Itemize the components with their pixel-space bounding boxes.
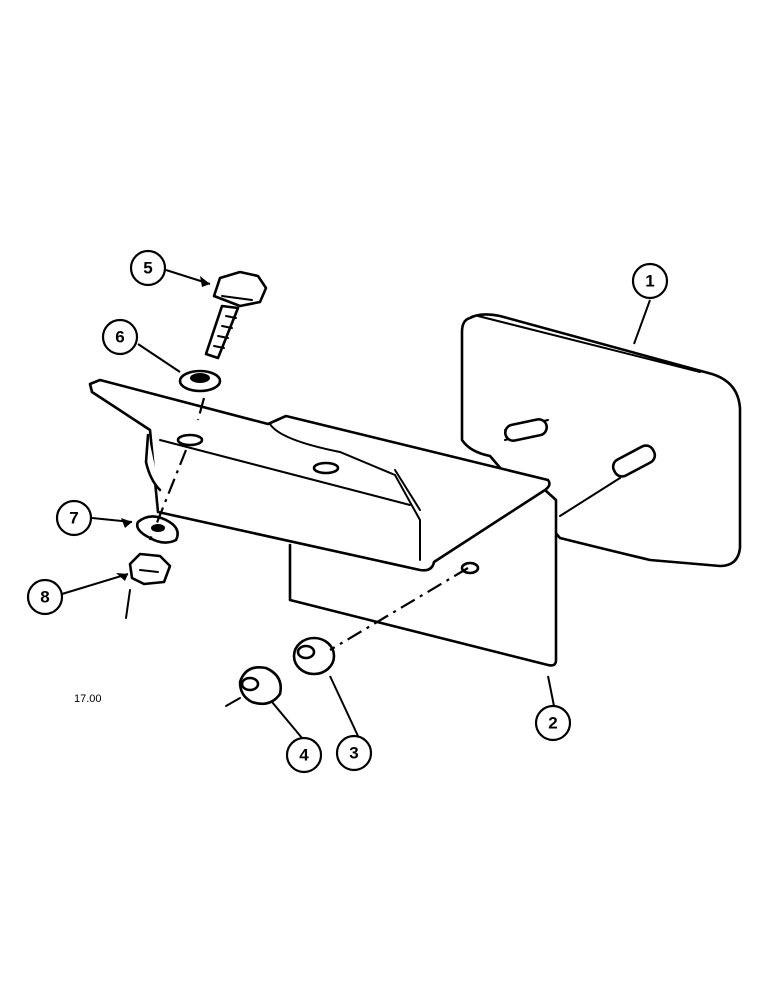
callout-5: 5 [129,249,167,287]
callout-4: 4 [285,736,323,774]
callout-leaders [61,269,651,739]
callout-6: 6 [101,318,139,356]
callout-3: 3 [335,734,373,772]
callout-label: 7 [69,509,78,528]
callout-8: 8 [26,578,64,616]
part-4-nut [238,666,282,706]
figure-number: 17.00 [74,693,102,705]
callout-label: 2 [548,714,557,733]
callout-label: 6 [115,328,124,347]
part-8-nut [128,552,172,586]
part-3-washer [292,636,336,676]
assembly-center-lines [125,397,621,707]
callout-label: 1 [645,272,654,291]
callout-label: 5 [143,259,152,278]
part-7-washer [135,515,179,544]
callout-2: 2 [534,704,572,742]
callout-7: 7 [55,499,93,537]
part-5-bolt [204,270,268,360]
callout-label: 8 [40,588,49,607]
part-2-bracket [88,378,558,667]
callout-label: 4 [299,746,309,765]
callout-1: 1 [631,262,669,300]
callout-label: 3 [349,744,358,763]
part-6-washer [178,369,222,393]
